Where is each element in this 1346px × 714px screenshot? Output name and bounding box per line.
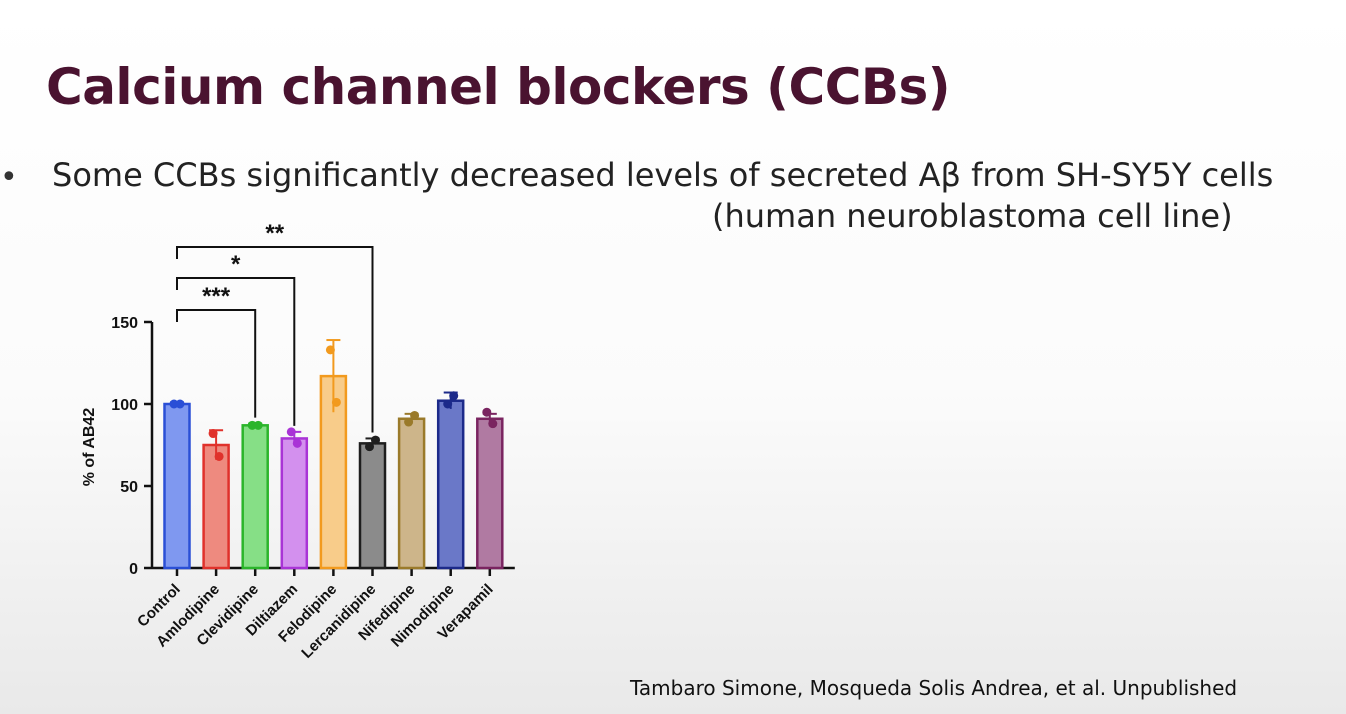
bar xyxy=(436,399,465,570)
significance-label: * xyxy=(231,251,241,278)
citation-text: Tambaro Simone, Mosqueda Solis Andrea, e… xyxy=(630,676,1238,700)
data-point xyxy=(331,397,341,407)
bar xyxy=(476,417,504,570)
chart-bars xyxy=(163,339,504,570)
data-point xyxy=(371,435,380,445)
significance-bracket xyxy=(176,277,296,426)
significance-brackets: ****** xyxy=(176,220,374,433)
significance-label: ** xyxy=(265,220,284,247)
bar xyxy=(241,424,269,570)
data-point xyxy=(449,391,459,401)
bar xyxy=(280,437,309,570)
data-point xyxy=(175,399,185,409)
bar xyxy=(397,417,426,570)
bar xyxy=(202,443,230,570)
data-point xyxy=(443,399,453,409)
significance-label: *** xyxy=(202,283,231,310)
y-tick-label: 100 xyxy=(111,397,138,414)
bullet-text-line1: Some CCBs significantly decreased levels… xyxy=(52,156,1274,194)
significance-bracket xyxy=(176,246,374,433)
slide-title: Calcium channel blockers (CCBs) xyxy=(46,58,951,116)
data-point xyxy=(410,410,420,420)
y-tick-label: 50 xyxy=(120,479,138,496)
y-axis-label: % of AB42 xyxy=(81,408,98,487)
data-point xyxy=(253,420,263,430)
y-tick-label: 0 xyxy=(129,561,138,578)
data-point xyxy=(482,407,492,417)
bullet-marker: • xyxy=(0,160,18,195)
data-point xyxy=(488,419,498,429)
significance-bracket xyxy=(176,309,257,418)
data-point xyxy=(404,417,414,427)
data-point xyxy=(214,451,224,461)
data-point xyxy=(286,427,296,437)
data-point xyxy=(292,438,302,448)
data-point xyxy=(325,345,335,355)
y-tick-label: 150 xyxy=(111,315,138,332)
data-point xyxy=(208,429,218,439)
data-point xyxy=(365,442,374,452)
bar xyxy=(163,402,191,570)
bullet-text-line2: (human neuroblastoma cell line) xyxy=(712,197,1233,235)
bar xyxy=(358,442,387,570)
